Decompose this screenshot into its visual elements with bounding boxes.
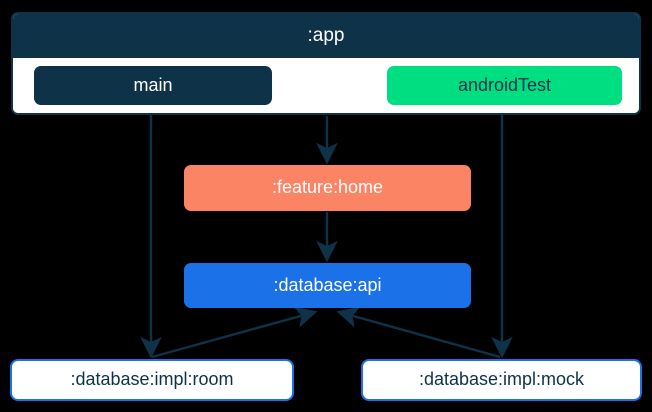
variant-androidtest[interactable]: androidTest [387,66,622,105]
edge-mock-to-database-api [336,306,501,359]
app-module-title: :app [13,14,639,58]
node-feature-home[interactable]: :feature:home [184,165,471,211]
app-module-container[interactable]: :app main androidTest [11,12,641,115]
node-database-api[interactable]: :database:api [184,263,471,308]
variant-main[interactable]: main [34,66,272,105]
node-database-impl-mock[interactable]: :database:impl:mock [361,359,642,401]
app-module-variants: main androidTest [13,58,639,113]
edge-room-to-database-api [151,306,318,359]
node-database-impl-room[interactable]: :database:impl:room [10,359,294,401]
